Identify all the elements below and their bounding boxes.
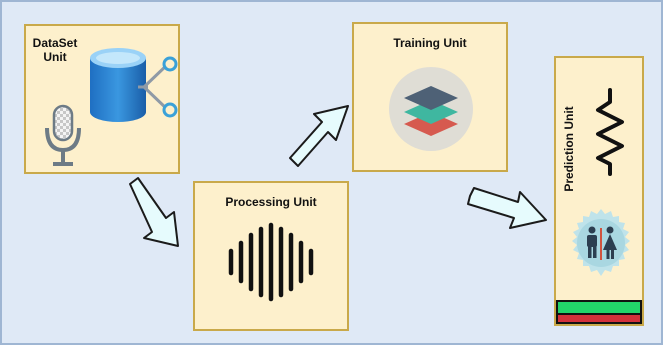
database-icon bbox=[90, 48, 146, 122]
green-bar bbox=[556, 300, 642, 315]
red-bar bbox=[556, 315, 642, 324]
arrow-training-to-prediction bbox=[467, 187, 547, 229]
training-unit-title: Training Unit bbox=[393, 36, 467, 50]
processing-unit-title: Processing Unit bbox=[225, 195, 317, 209]
waveform-signal-icon bbox=[596, 88, 624, 176]
dataset-unit-title: DataSet Unit bbox=[32, 36, 78, 64]
arrow-processing-to-training bbox=[289, 105, 349, 167]
dataset-unit-box: DataSet Unit bbox=[24, 24, 180, 174]
dataset-title-line2: Unit bbox=[43, 50, 67, 64]
training-unit-box: Training Unit bbox=[352, 22, 508, 172]
prediction-unit-title: Prediction Unit bbox=[562, 106, 576, 192]
dataset-title-line1: DataSet bbox=[32, 36, 78, 50]
network-nodes-icon bbox=[138, 56, 178, 118]
arrow-dataset-to-processing bbox=[129, 177, 179, 247]
layers-stack-icon bbox=[389, 67, 473, 151]
prediction-unit-box: Prediction Unit bbox=[554, 56, 644, 326]
sound-wave-icon bbox=[228, 222, 314, 302]
male-female-icon bbox=[572, 209, 630, 276]
processing-unit-box: Processing Unit bbox=[193, 181, 349, 331]
microphone-icon bbox=[45, 104, 81, 166]
